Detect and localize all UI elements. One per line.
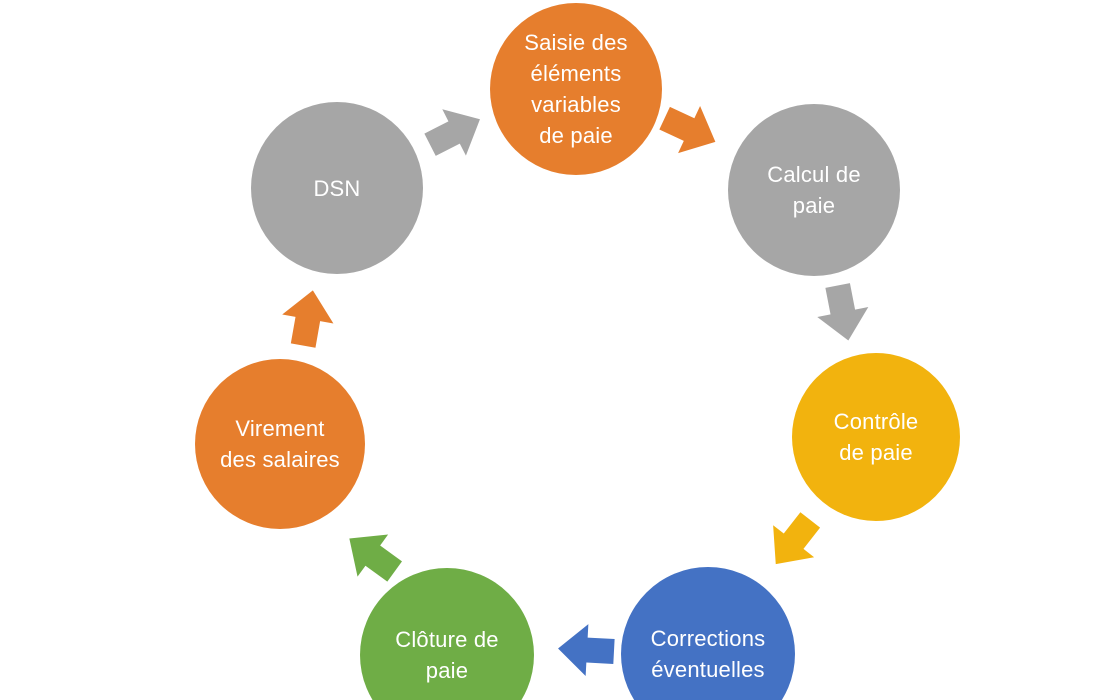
step-circle-corrections: Corrections éventuelles	[621, 567, 795, 700]
cycle-arrow-icon-controle-paie-to-corrections	[773, 512, 821, 565]
cycle-arrow-icon-calcul-paie-to-controle-paie	[817, 283, 869, 341]
step-circle-saisie-elements: Saisie des éléments variables de paie	[490, 3, 662, 175]
step-label-saisie-elements: Saisie des éléments variables de paie	[524, 30, 628, 148]
step-label-dsn: DSN	[313, 175, 361, 201]
cycle-arrow-icon-corrections-to-cloture-paie	[558, 624, 615, 677]
step-label-cloture-paie: Clôture de paie	[395, 627, 499, 683]
step-circle-controle-paie: Contrôle de paie	[792, 353, 960, 521]
cycle-arrow-icon-cloture-paie-to-virement	[349, 534, 402, 582]
cycle-arrow-icon-dsn-to-saisie-elements	[424, 109, 480, 156]
step-circle-cloture-paie: Clôture de paie	[360, 568, 534, 700]
step-label-controle-paie: Contrôle de paie	[833, 409, 919, 465]
cycle-arrow-icon-virement-to-dsn	[282, 290, 334, 348]
step-circle-dsn: DSN	[251, 102, 423, 274]
step-circle-virement: Virement des salaires	[195, 359, 365, 529]
step-label-virement: Virement des salaires	[220, 416, 340, 472]
step-label-corrections: Corrections éventuelles	[650, 626, 766, 682]
step-label-calcul-paie: Calcul de paie	[767, 162, 861, 218]
step-circle-calcul-paie: Calcul de paie	[728, 104, 900, 276]
cycle-arrow-icon-saisie-elements-to-calcul-paie	[659, 106, 716, 154]
